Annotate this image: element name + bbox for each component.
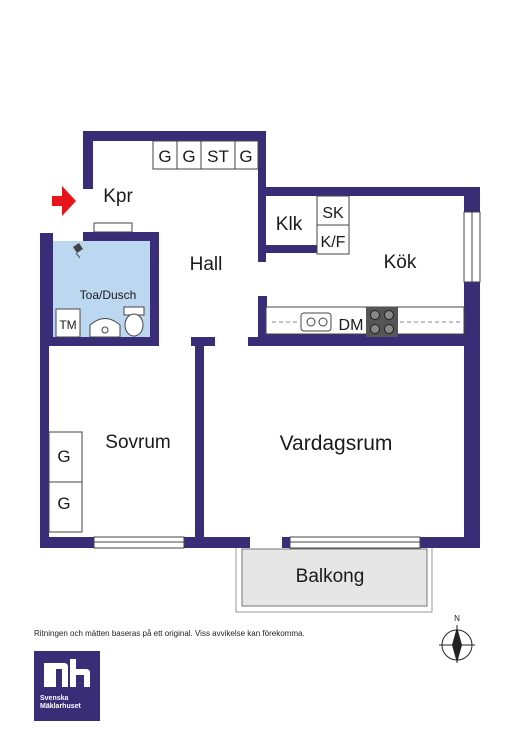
closet-label: ST [207,147,229,166]
sink-icon [300,312,332,332]
room-label-toa: Toa/Dusch [80,288,137,302]
balcony-floor [241,548,428,607]
disclaimer-text: Ritningen och mätten baseras på ett orig… [34,629,305,638]
bathroom-fixtures [55,243,145,338]
windows [93,211,481,549]
room-label-kapprum: Kpr [103,186,133,207]
company-logo: Svenska Mäklarhuset [34,651,100,721]
logo-line-2: Mäklarhuset [40,703,81,710]
shower-head-icon [73,243,83,253]
tm-label: TM [59,318,76,332]
compass-north-label: N [454,614,460,623]
closet-label: G [182,147,195,166]
stove-icon [366,307,398,337]
room-label-klk: Klk [276,214,303,235]
mh-monogram-icon [44,659,90,687]
closet-label: G [158,147,171,166]
room-label-kok: Kök [384,252,417,273]
room-label-balkong: Balkong [296,566,365,587]
entrance-arrow-icon [52,186,76,216]
room-label-vardagsrum: Vardagsrum [280,432,393,455]
dm-label: DM [339,317,364,334]
compass-icon [439,625,475,663]
kitchen-counter [265,306,465,337]
logo-line-1: Svenska [40,695,69,702]
bedroom-closets [48,431,83,533]
hall-closets [152,140,259,170]
washbasin-icon [89,318,121,338]
closet-label: G [57,447,70,466]
kitchen-cabinets [316,195,350,255]
room-label-sovrum: Sovrum [105,432,170,453]
closet-label: G [239,147,252,166]
closet-label: G [57,494,70,513]
kf-label: K/F [321,234,346,251]
sk-label: SK [322,205,344,222]
room-label-hall: Hall [190,254,223,275]
